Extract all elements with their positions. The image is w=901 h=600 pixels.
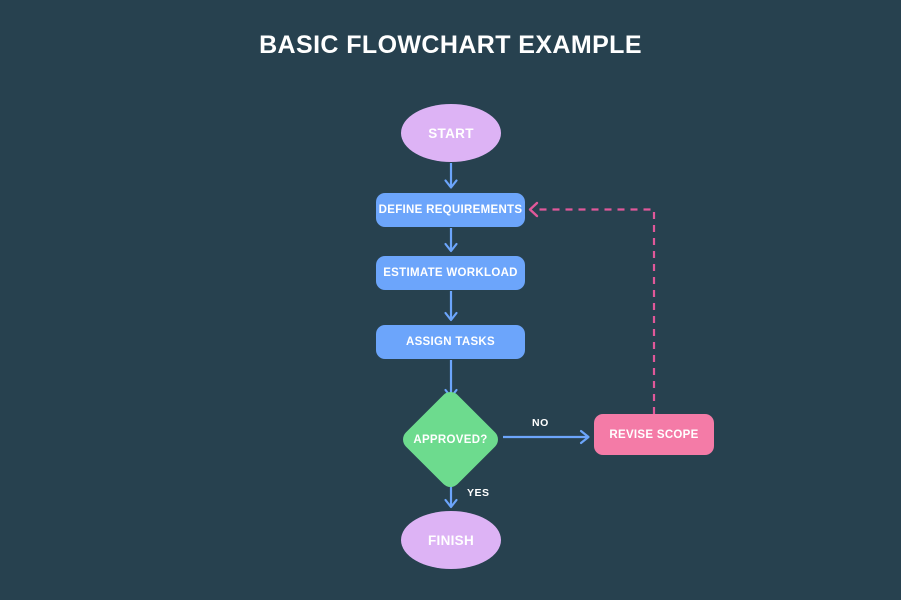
edge-label-yes: YES: [467, 487, 490, 499]
node-revise-scope-label: REVISE SCOPE: [609, 428, 699, 441]
edge-revise-scope-to-define-requirements: [528, 201, 656, 414]
node-approved-label: APPROVED?: [413, 433, 488, 446]
edge-define-requirements-to-estimate-workload: [444, 228, 458, 253]
page-title: BASIC FLOWCHART EXAMPLE: [259, 31, 642, 59]
edge-estimate-workload-to-assign-tasks: [444, 291, 458, 322]
node-start-label: START: [428, 125, 474, 141]
edge-approved-to-revise-scope: [503, 429, 590, 445]
node-define-requirements-label: DEFINE REQUIREMENTS: [378, 204, 523, 216]
node-revise-scope[interactable]: REVISE SCOPE: [594, 414, 714, 455]
edge-label-no: NO: [532, 417, 549, 429]
edge-start-to-define-requirements: [444, 163, 458, 189]
node-approved-decision[interactable]: APPROVED?: [398, 387, 503, 492]
node-assign-tasks-label: ASSIGN TASKS: [405, 336, 495, 348]
node-assign-tasks[interactable]: ASSIGN TASKS: [376, 325, 525, 359]
node-finish[interactable]: FINISH: [401, 511, 501, 569]
node-estimate-workload[interactable]: ESTIMATE WORKLOAD: [376, 256, 525, 290]
node-finish-label: FINISH: [427, 532, 475, 548]
node-define-requirements[interactable]: DEFINE REQUIREMENTS: [376, 193, 525, 227]
node-start[interactable]: START: [401, 104, 501, 162]
node-estimate-workload-label: ESTIMATE WORKLOAD: [383, 267, 518, 279]
